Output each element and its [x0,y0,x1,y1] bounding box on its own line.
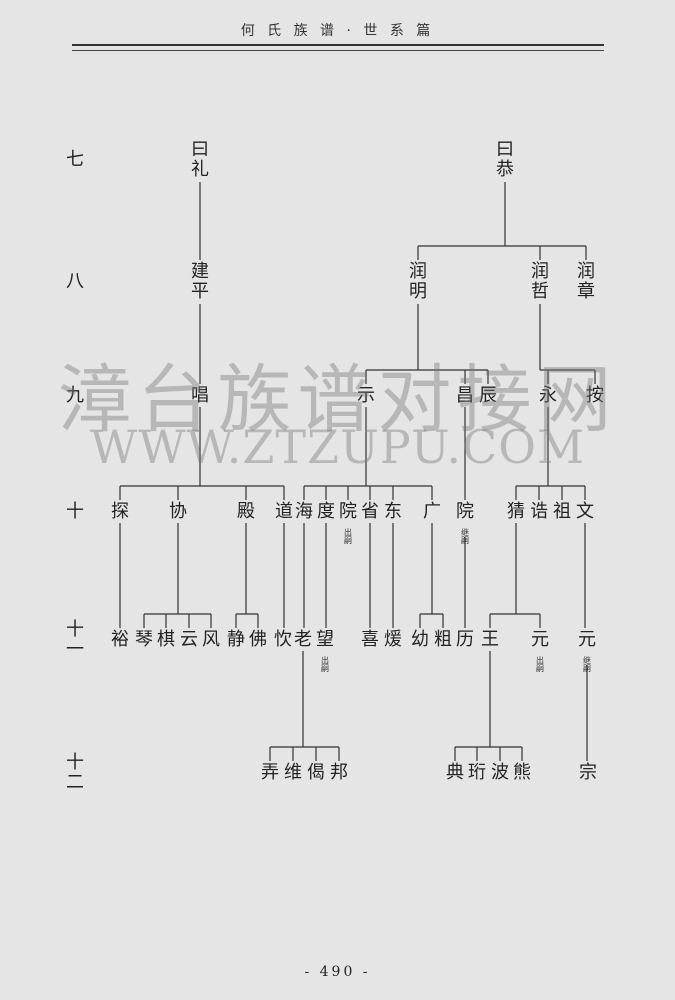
person-note: 继嗣 [583,656,591,673]
generation-label: 十一 [66,619,84,660]
person-p54: 宗 [579,762,597,783]
person-p26: 祖 [553,501,571,522]
generation-label: 十二 [66,752,84,793]
person-p41: 粗 [434,629,452,650]
person-p44: 元 [531,629,549,650]
person-p23: 院 [456,501,474,522]
person-note: 继嗣 [461,528,469,545]
person-p38: 喜 [361,629,379,650]
header-rule-thin [72,50,604,51]
person-p36: 老 [294,629,312,650]
person-p21: 东 [384,501,402,522]
person-p4: 润明 [409,261,427,302]
person-p24: 猜 [507,501,525,522]
person-p5: 润哲 [531,261,549,302]
person-p51: 珩 [468,762,486,783]
person-p12: 按 [586,385,604,406]
person-p31: 云 [180,629,198,650]
person-p15: 殿 [237,501,255,522]
person-p11: 永 [539,385,557,406]
person-p6: 润章 [577,261,595,302]
person-p14: 协 [169,501,187,522]
person-p33: 静 [227,629,245,650]
person-p49: 邦 [330,762,348,783]
person-p3: 建平 [191,261,209,302]
page-number: - 490 - [304,964,371,980]
watermark-en: WWW.ZTZUPU.COM [89,420,586,474]
person-p48: 偈 [307,762,325,783]
person-note: 出嗣 [321,656,329,673]
person-note: 出嗣 [344,528,352,545]
generation-label: 九 [66,385,84,406]
person-p27: 文 [576,501,594,522]
person-p20: 省 [361,501,379,522]
person-p1: 曰礼 [191,139,209,180]
person-p46: 弄 [261,762,279,783]
person-p43: 王 [481,629,499,650]
person-p2: 曰恭 [496,139,514,180]
generation-label: 八 [66,271,84,292]
person-p37: 望 [316,629,334,650]
person-p42: 历 [456,629,474,650]
person-p35: 忺 [274,629,292,650]
person-p7: 唱 [191,385,209,406]
person-p16: 道 [275,501,293,522]
person-p25: 诰 [530,501,548,522]
person-p40: 幼 [411,629,429,650]
generation-label: 七 [66,149,84,170]
person-note: 出嗣 [536,656,544,673]
page-header: 何 氏 族 谱 · 世 系 篇 [240,23,435,39]
person-p9: 昌 [456,385,474,406]
person-p28: 裕 [111,629,129,650]
person-p47: 维 [284,762,302,783]
person-p19: 院 [339,501,357,522]
person-p53: 熊 [513,762,531,783]
watermark-cn: 漳台族谱对接网 [57,357,618,443]
person-p29: 琴 [135,629,153,650]
person-p52: 波 [491,762,509,783]
person-p17: 海 [295,501,313,522]
generation-label: 十 [66,501,84,522]
person-p30: 棋 [157,629,175,650]
header-rule-thick [72,44,604,46]
person-p13: 探 [111,501,129,522]
person-p10: 辰 [479,385,497,406]
person-p34: 佛 [249,629,267,650]
person-p8: 示 [357,385,375,406]
person-p45: 元 [578,629,596,650]
person-p18: 度 [317,501,335,522]
person-p39: 煖 [384,629,402,650]
person-p50: 典 [446,762,464,783]
person-p32: 风 [202,629,220,650]
person-p22: 广 [423,501,441,522]
